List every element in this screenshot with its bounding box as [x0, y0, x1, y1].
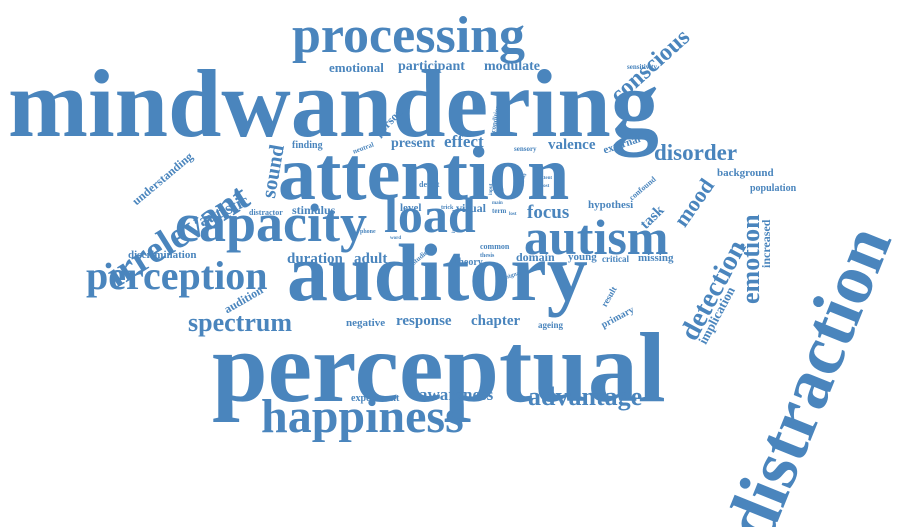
word-bias: bias	[495, 188, 504, 193]
word-response: response	[396, 313, 452, 329]
word-modulate: modulate	[484, 59, 540, 74]
word-trick: trick	[441, 205, 454, 211]
word-experiment: experiment	[351, 393, 400, 404]
word-confound: confound	[627, 174, 658, 203]
word-valence: valence	[548, 137, 596, 153]
word-adult: adult	[354, 251, 388, 267]
word-term: term	[492, 207, 507, 215]
word-stimulus: stimulus	[292, 203, 336, 217]
word-missing: missing	[638, 252, 674, 264]
word-extent: extent	[539, 176, 553, 181]
word-common: common	[480, 242, 510, 251]
word-word: word	[390, 236, 402, 241]
word-young: young	[568, 251, 597, 263]
word-population: population	[750, 183, 797, 194]
word-disorder: disorder	[654, 140, 738, 165]
word-discrimination: discrimination	[128, 249, 197, 261]
word-phone: phone	[360, 229, 376, 235]
word-capacity: capacity	[175, 193, 367, 253]
word-chapter: chapter	[471, 313, 521, 329]
word-sensitivity: sensitivity	[627, 63, 657, 71]
word-cost: cost	[541, 184, 550, 189]
word-detect: detect	[419, 180, 440, 189]
word-sensory: sensory	[514, 145, 537, 153]
word-happiness: happiness	[261, 390, 464, 443]
word-mindwandering: mindwandering	[8, 50, 659, 157]
word-hypothesi: hypothesi	[588, 199, 634, 211]
word-present: present	[391, 136, 436, 151]
word-visual: visual	[456, 201, 487, 215]
word-perception: perception	[86, 253, 268, 298]
word-background: background	[717, 167, 774, 179]
word-theory: theory	[455, 257, 483, 268]
word-input: input	[489, 183, 494, 195]
word-perceptual: perceptual	[212, 312, 666, 423]
word-duration: duration	[287, 251, 343, 267]
word-effect: effect	[444, 132, 484, 151]
word-negative: negative	[346, 317, 386, 329]
word-finding: finding	[292, 140, 323, 151]
word-distractor: distractor	[249, 208, 283, 217]
word-attention: attention	[278, 132, 570, 216]
word-load: load	[384, 187, 476, 243]
word-inattention: inattention	[452, 209, 457, 233]
word-advantage: advantage	[528, 382, 643, 411]
word-lost: lost	[509, 212, 517, 217]
word-focus: focus	[527, 202, 570, 223]
word-main: main	[492, 201, 503, 206]
word-mood: mood	[668, 173, 719, 232]
word-autism: autism	[524, 209, 669, 265]
word-increased: increased	[759, 219, 773, 268]
word-level: level	[400, 202, 422, 214]
word-emotional: emotional	[329, 60, 384, 75]
word-thesis: thesis	[480, 253, 495, 259]
word-spectrum: spectrum	[188, 308, 292, 337]
word-result: result	[599, 284, 619, 309]
word-ageing: ageing	[538, 320, 564, 330]
word-auditory: auditory	[287, 227, 588, 318]
word-processing: processing	[292, 7, 526, 64]
word-domain: domain	[516, 250, 555, 264]
word-awareness: awareness	[419, 385, 494, 404]
word-critical: critical	[602, 254, 629, 264]
word-participant: participant	[398, 59, 465, 74]
